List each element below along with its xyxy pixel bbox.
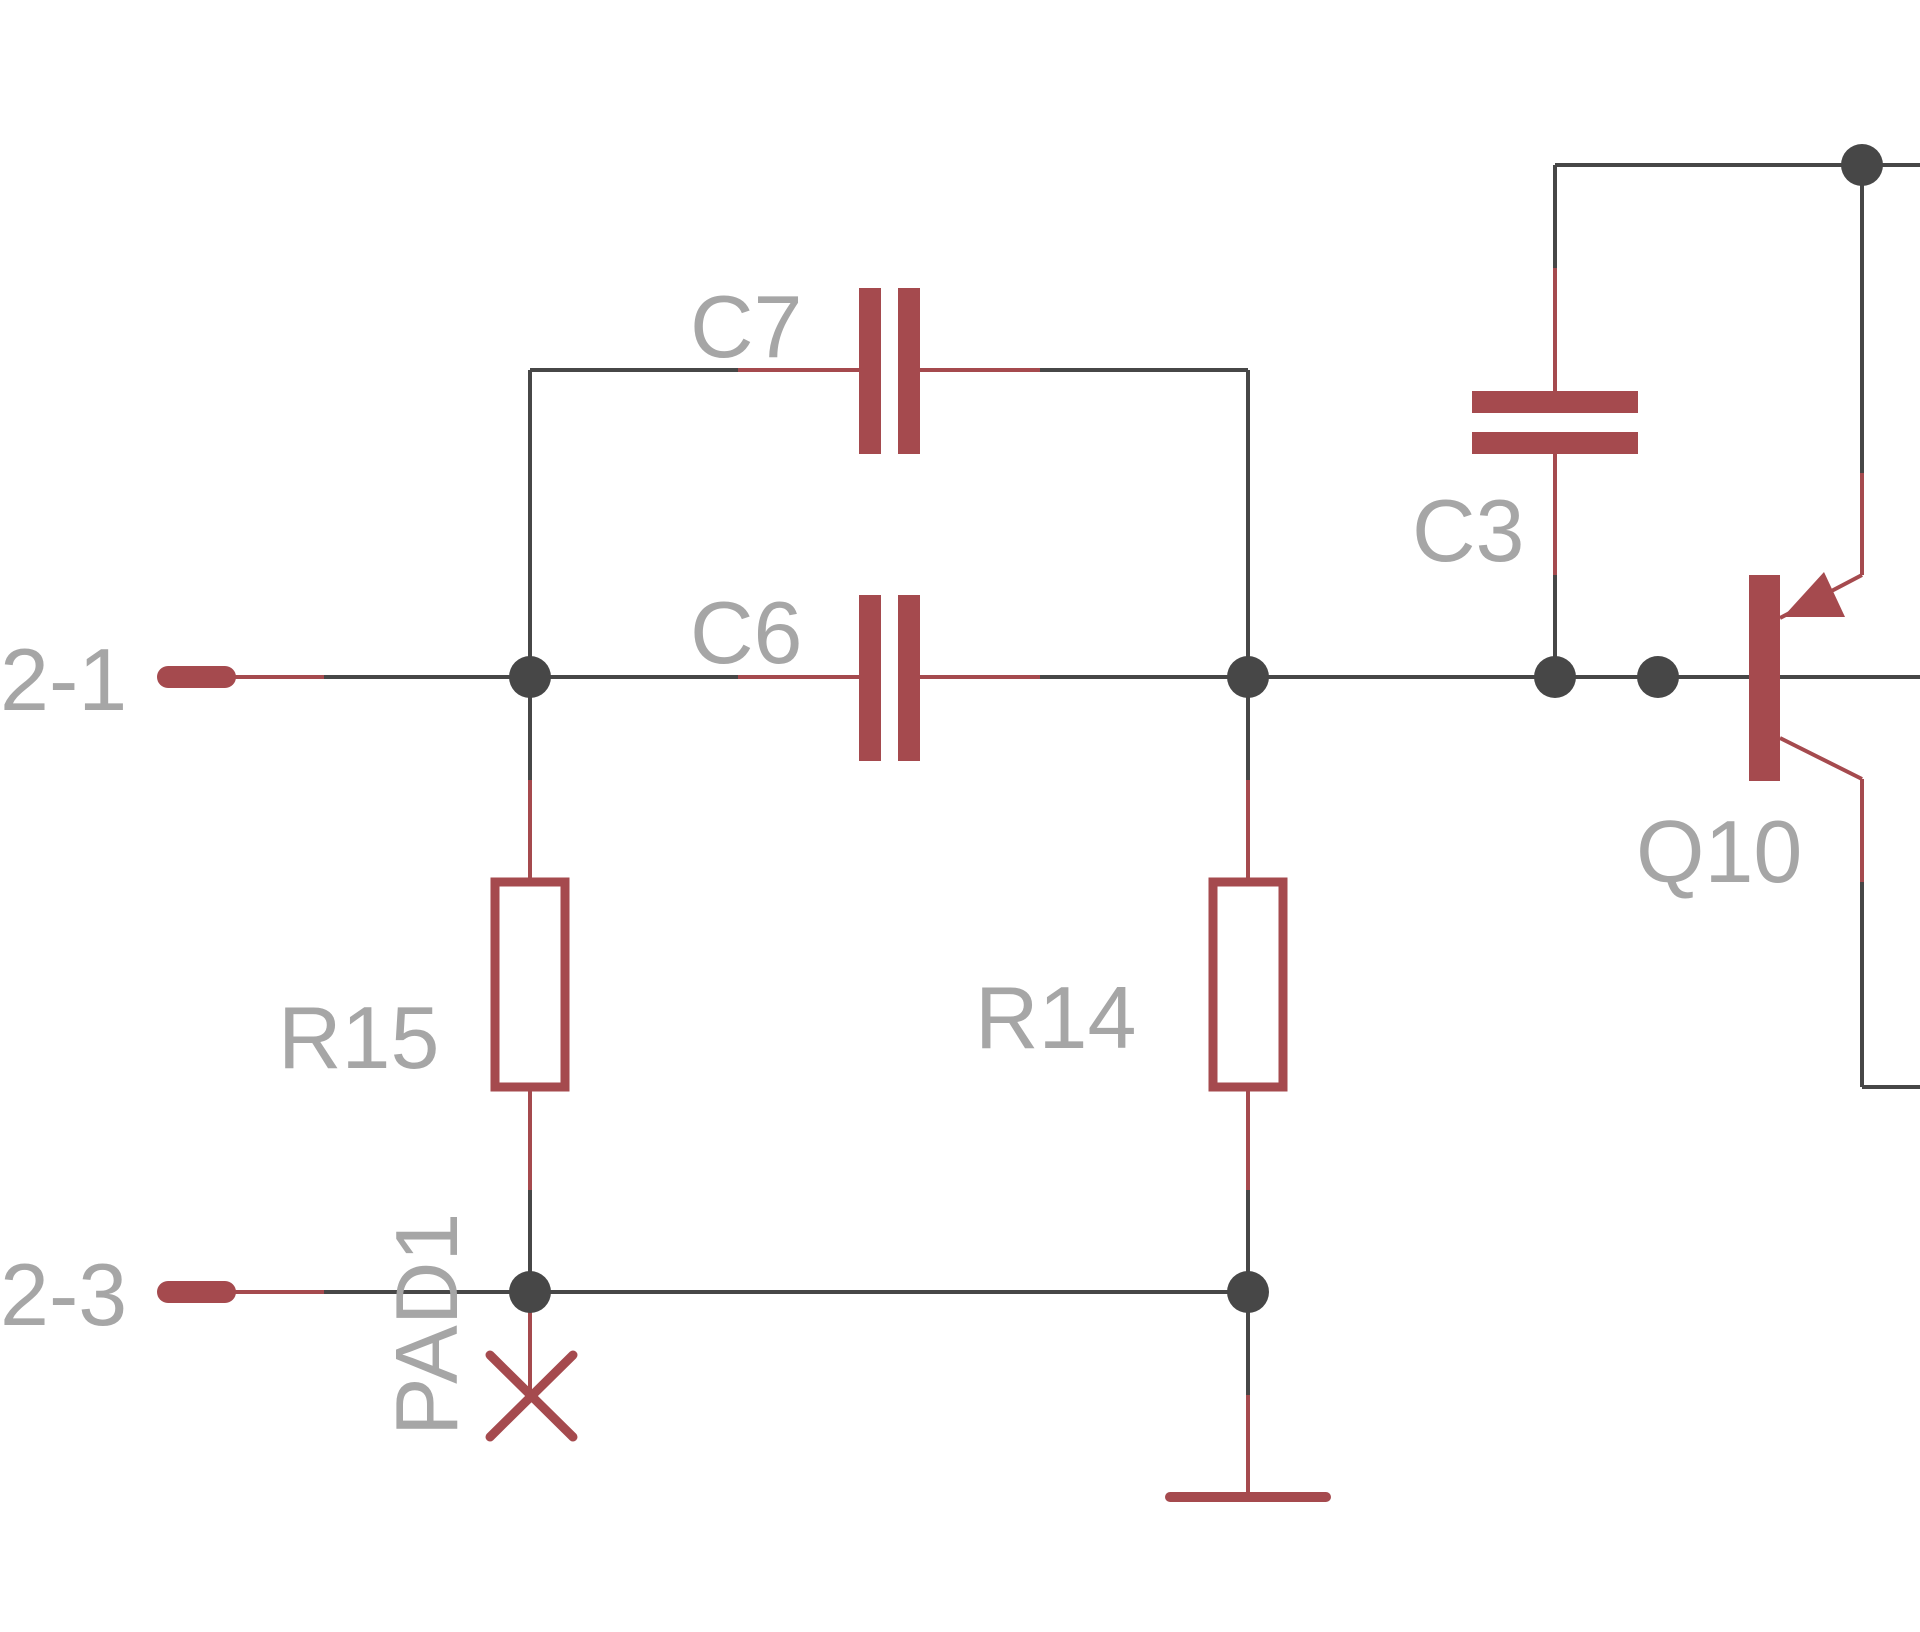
resistor-r14 — [1208, 877, 1288, 1092]
c7-plate — [898, 288, 920, 454]
c7-label: C7 — [690, 277, 803, 376]
resistor-r15 — [490, 877, 570, 1092]
pad1-cross — [485, 1350, 578, 1442]
c6-label: C6 — [690, 583, 803, 682]
q10-base-bar — [1749, 575, 1780, 781]
r15-label: R15 — [278, 988, 439, 1087]
capacitor-c7 — [859, 288, 920, 454]
q10-label: Q10 — [1636, 802, 1802, 901]
pin-2-3-label: 2-3 — [0, 1245, 127, 1344]
q10-emitter-arrow — [1783, 572, 1845, 617]
junction-dot — [1227, 1271, 1269, 1313]
junction-dot — [1637, 656, 1679, 698]
pad1-cross-line — [485, 1350, 578, 1442]
capacitor-c6 — [859, 595, 920, 761]
c3-plate — [1472, 391, 1638, 413]
r14-label: R14 — [975, 968, 1136, 1067]
junction-dot — [1534, 656, 1576, 698]
wires — [324, 163, 1920, 1395]
c3-label: C3 — [1412, 481, 1525, 580]
q10-collector-lead — [1779, 736, 1863, 781]
junctions — [509, 144, 1883, 1313]
c7-plate — [859, 288, 881, 454]
c3-plate — [1472, 432, 1638, 454]
c6-plate — [898, 595, 920, 761]
pin-2-1-label: 2-1 — [0, 630, 127, 729]
junction-dot — [1227, 656, 1269, 698]
c6-plate — [859, 595, 881, 761]
transistor-q10 — [1749, 572, 1845, 781]
junction-dot — [509, 1271, 551, 1313]
pad1-label: PAD1 — [377, 1213, 476, 1436]
component-leads — [220, 268, 1864, 1497]
capacitor-c3 — [1472, 391, 1638, 454]
junction-dot — [1841, 144, 1883, 186]
junction-dot — [509, 656, 551, 698]
